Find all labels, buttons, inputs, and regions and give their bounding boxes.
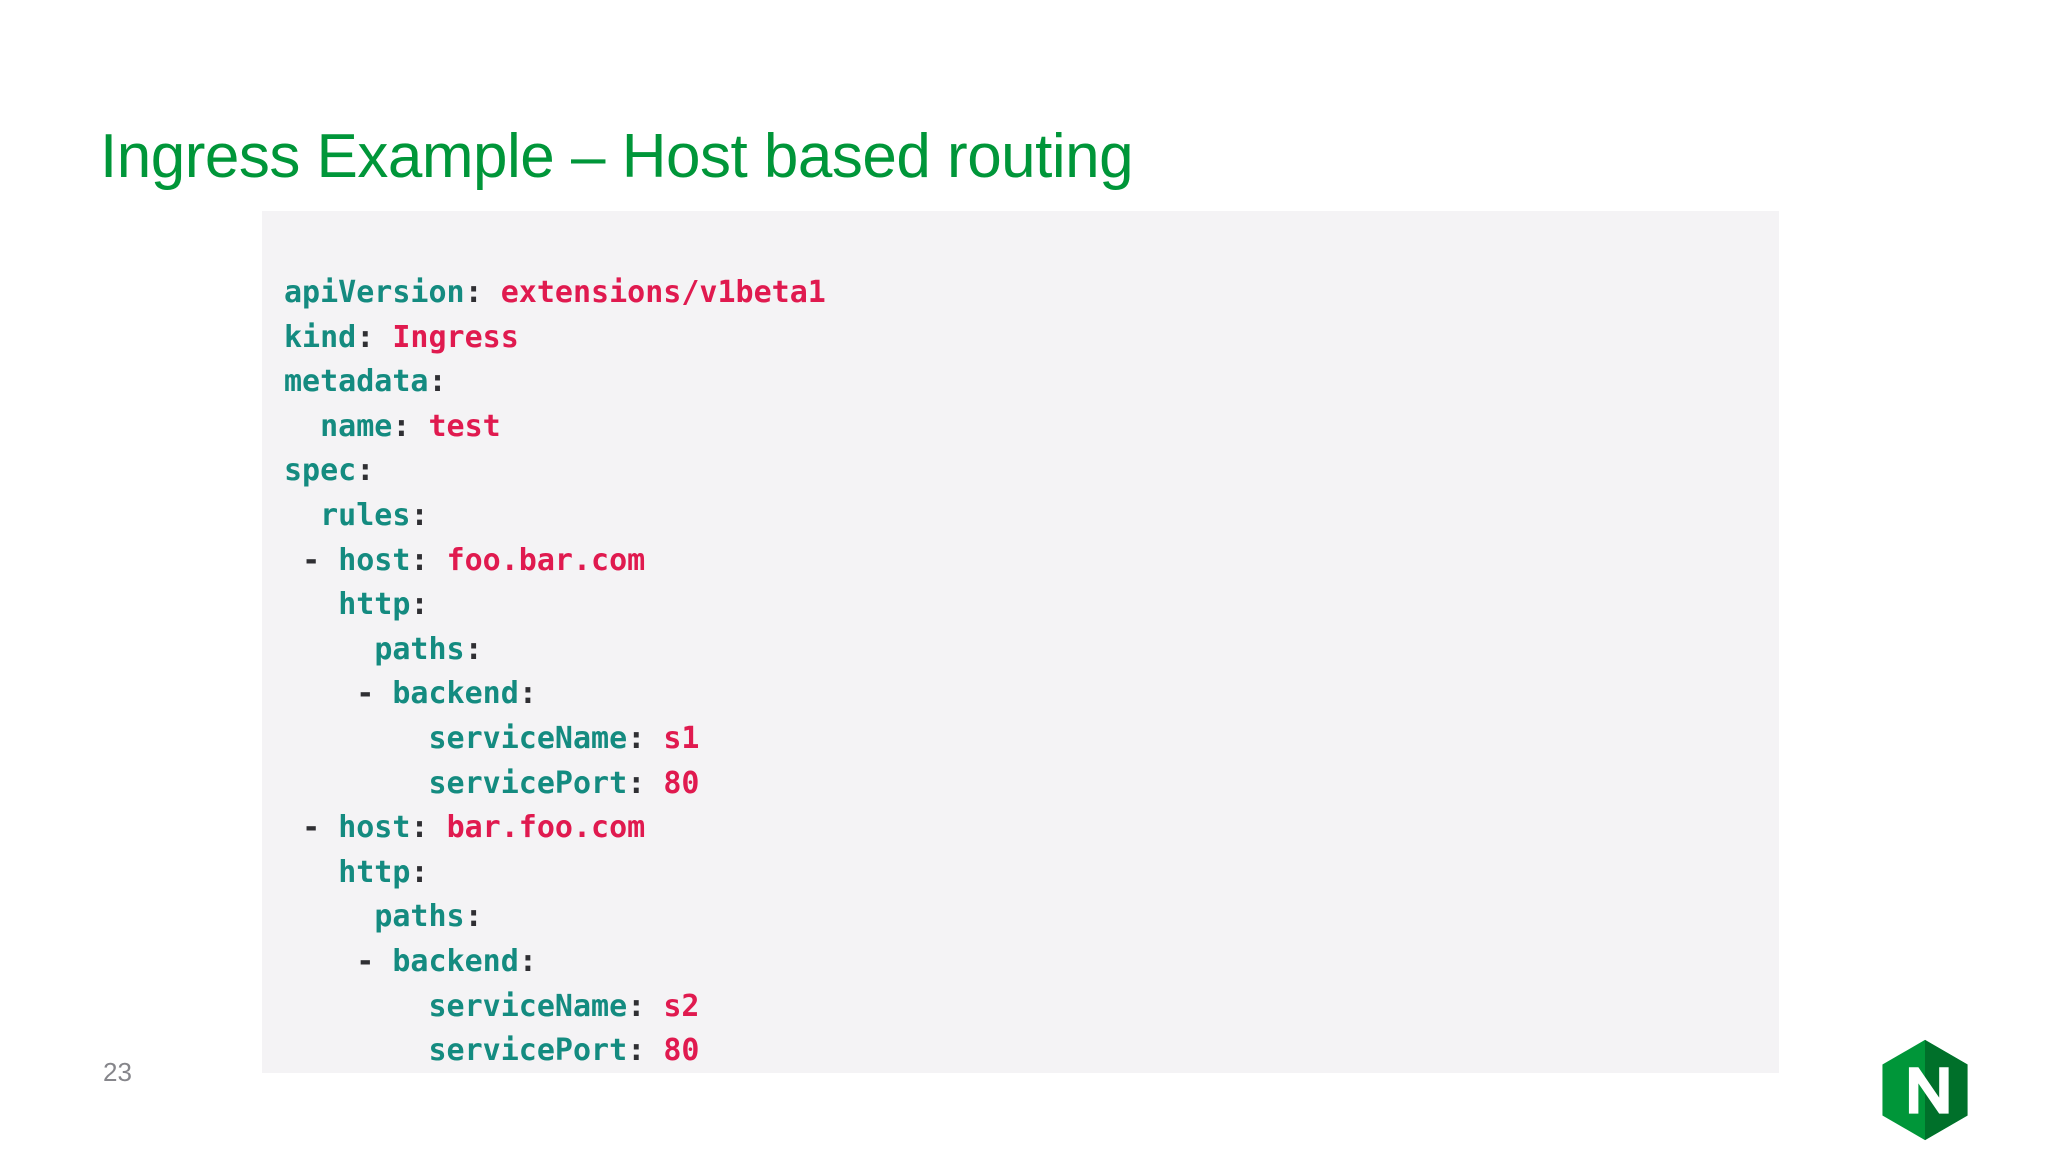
code-colon: : [428,364,447,400]
code-line: serviceName: s1 [284,717,1779,762]
code-indent [284,855,338,890]
code-colon: : [410,497,429,533]
code-list-dash: - [356,676,393,712]
code-line: paths: [284,895,1779,940]
code-colon: : [464,899,483,935]
code-key: servicePort [428,765,628,801]
code-key: apiVersion [284,275,465,310]
code-value: bar.foo.com [446,810,646,846]
page-number: 23 [103,1057,132,1087]
code-key: http [338,587,411,623]
code-colon: : [627,720,646,756]
code-indent [284,676,356,711]
code-line: http: [284,583,1779,628]
code-colon: : [518,676,537,712]
code-line: name: test [284,405,1779,450]
code-line: kind: Ingress [284,316,1779,361]
code-key: host [338,810,411,846]
code-colon: : [410,542,429,578]
code-key: serviceName [428,988,628,1024]
code-space [374,320,392,355]
code-key: backend [392,676,519,712]
code-line: servicePort: 80 [284,762,1779,807]
page-title: Ingress Example – Host based routing [100,121,1134,191]
code-value: 80 [663,765,700,801]
code-space [645,989,663,1024]
code-space [429,543,447,578]
code-value: test [428,408,501,444]
code-line: spec: [284,449,1779,494]
code-line: http: [284,851,1779,896]
code-line: - backend: [284,672,1779,717]
code-line: - host: foo.bar.com [284,539,1779,584]
code-key: rules [320,497,411,533]
code-key: kind [284,319,357,355]
code-colon: : [627,988,646,1024]
code-value: foo.bar.com [446,542,646,578]
code-space [429,810,447,845]
code-colon: : [410,587,429,623]
code-indent [284,810,302,845]
code-colon: : [464,631,483,667]
code-value: s2 [663,988,700,1024]
code-key: metadata [284,364,429,400]
code-colon: : [627,1033,646,1069]
code-indent [284,543,302,578]
code-value: extensions/v1beta1 [500,275,826,310]
code-space [645,1033,663,1068]
code-line: - host: bar.foo.com [284,806,1779,851]
code-indent [284,899,374,934]
code-space [645,721,663,756]
code-colon: : [410,854,429,890]
code-key: servicePort [428,1033,628,1069]
code-key: paths [374,631,465,667]
code-line: serviceName: s2 [284,985,1779,1030]
code-space [410,409,428,444]
code-list-dash: - [302,542,339,578]
code-key: http [338,854,411,890]
code-indent [284,498,320,533]
code-line: paths: [284,628,1779,673]
code-line: servicePort: 80 [284,1029,1779,1073]
nginx-logo [1877,1038,1973,1142]
code-indent [284,1033,429,1068]
code-indent [284,632,374,667]
code-key: host [338,542,411,578]
code-colon: : [627,765,646,801]
code-colon: : [410,810,429,846]
code-space [483,275,501,310]
code-value: Ingress [392,319,519,355]
code-line: metadata: [284,360,1779,405]
code-key: spec [284,453,357,489]
code-line: - backend: [284,940,1779,985]
code-list-dash: - [356,943,393,979]
code-key: serviceName [428,720,628,756]
code-indent [284,989,429,1024]
code-value: 80 [663,1033,700,1069]
code-indent [284,766,429,801]
code-key: backend [392,943,519,979]
code-key: name [320,408,393,444]
code-colon: : [392,408,411,444]
code-colon: : [518,943,537,979]
code-indent [284,409,320,444]
code-colon: : [464,275,483,310]
code-value: s1 [663,720,700,756]
code-line: rules: [284,494,1779,539]
code-key: paths [374,899,465,935]
code-indent [284,944,356,979]
code-colon: : [356,453,375,489]
code-list-dash: - [302,810,339,846]
code-indent [284,587,338,622]
code-line: apiVersion: extensions/v1beta1 [284,271,1779,316]
code-space [645,766,663,801]
code-colon: : [356,319,375,355]
code-indent [284,721,429,756]
